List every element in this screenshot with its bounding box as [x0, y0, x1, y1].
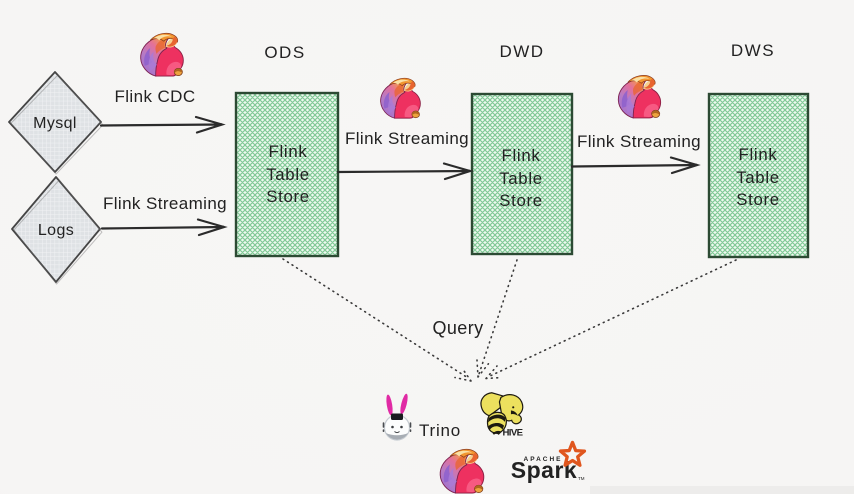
svg-text:Query: Query — [432, 318, 483, 338]
svg-text:Trino: Trino — [419, 421, 461, 440]
svg-text:Flink Streaming: Flink Streaming — [345, 129, 469, 148]
svg-text:TM: TM — [578, 476, 585, 481]
svg-text:Store: Store — [736, 190, 780, 209]
svg-text:Flink: Flink — [502, 146, 541, 165]
svg-text:DWS: DWS — [731, 41, 775, 60]
svg-text:Table: Table — [266, 165, 310, 184]
svg-text:Store: Store — [266, 187, 310, 206]
svg-text:APACHE: APACHE — [524, 456, 563, 463]
svg-text:Flink: Flink — [269, 142, 308, 161]
svg-text:Flink Streaming: Flink Streaming — [577, 132, 701, 151]
svg-text:Flink Streaming: Flink Streaming — [103, 194, 227, 213]
svg-text:Table: Table — [736, 168, 780, 187]
svg-text:Flink: Flink — [739, 145, 778, 164]
svg-text:ODS: ODS — [264, 43, 305, 62]
svg-text:Table: Table — [499, 169, 543, 188]
svg-text:Store: Store — [499, 191, 543, 210]
svg-text:Logs: Logs — [38, 222, 74, 239]
svg-text:DWD: DWD — [499, 42, 544, 61]
svg-text:Mysql: Mysql — [33, 115, 77, 132]
svg-text:Flink CDC: Flink CDC — [114, 87, 195, 106]
